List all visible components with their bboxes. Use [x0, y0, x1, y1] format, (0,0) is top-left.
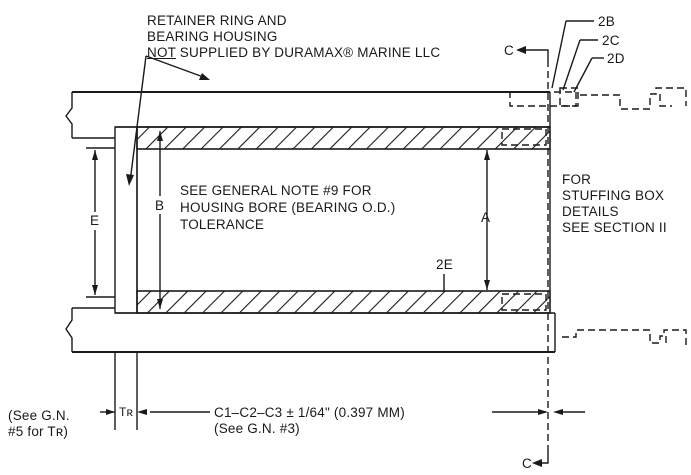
tr-note-line2: #5 for Tʀ) [8, 424, 69, 439]
length-reference-note: (See G.N. #3) [214, 421, 300, 436]
dimension-a [484, 150, 490, 290]
dimension-b [157, 131, 163, 309]
leader-lines [126, 20, 604, 292]
tr-note-line1: (See G.N. [8, 408, 70, 423]
stuffing-box-note-line2: STUFFING BOX [562, 188, 665, 203]
dimension-tr [100, 352, 138, 430]
dimension-label-tr: Tʀ [119, 405, 134, 419]
section-mark-bottom: C [522, 456, 532, 471]
stuffing-box-lower-outline [562, 329, 687, 348]
bearing-shell [136, 126, 551, 314]
dimension-label-a: A [481, 210, 491, 225]
section-line-cc [516, 46, 549, 467]
callout-2b: 2B [598, 14, 615, 29]
stuffing-box-note-line1: FOR [562, 172, 592, 187]
section-mark-top: C [504, 43, 514, 58]
dimension-label-e: E [90, 213, 100, 228]
center-note-line3: TOLERANCE [180, 217, 265, 232]
retainer-note-not: NOT [147, 45, 176, 60]
callout-2d: 2D [607, 51, 625, 66]
retainer-note-supplier: SUPPLIED BY DURAMAX® MARINE LLC [175, 45, 441, 60]
stuffing-box-note-line3: DETAILS [562, 204, 619, 219]
dimension-e [86, 147, 115, 298]
center-note-line2: HOUSING BORE (BEARING O.D.) [180, 200, 396, 215]
retainer-note-line1: RETAINER RING AND [147, 13, 287, 28]
length-tolerance-note: C1–C2–C3 ± 1/64" (0.397 MM) [214, 405, 405, 420]
retainer-note-line2: BEARING HOUSING [147, 29, 278, 44]
callout-2e: 2E [436, 257, 453, 272]
stuffing-box-upper-outline [509, 87, 687, 110]
dimension-length [137, 409, 585, 415]
dimension-label-b: B [155, 198, 165, 213]
housing-lower-wall [65, 307, 556, 353]
stuffing-box-note-line4: SEE SECTION II [562, 220, 667, 235]
center-note-line1: SEE GENERAL NOTE #9 FOR [180, 183, 372, 198]
retainer-note-line3: NOT SUPPLIED BY DURAMAX® MARINE LLC [147, 45, 440, 60]
callout-2c: 2C [602, 33, 620, 48]
